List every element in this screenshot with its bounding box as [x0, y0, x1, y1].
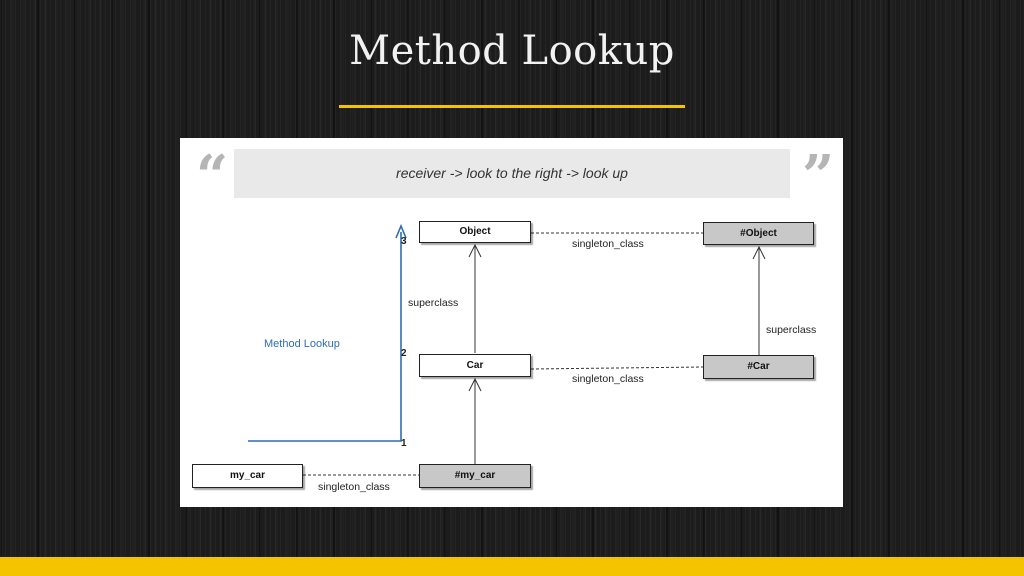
car-singleton-label: #Car: [747, 361, 770, 372]
lookup-step-3: 3: [401, 236, 407, 247]
car-class-box: Car: [419, 354, 531, 377]
object-class-label: Object: [459, 226, 491, 237]
bottom-accent-bar: [0, 557, 1024, 576]
object-singleton-label: #Object: [740, 228, 777, 239]
diagram-panel: [180, 138, 843, 507]
arrowhead-car: [468, 377, 482, 392]
quote-text: receiver -> look to the right -> look up: [396, 165, 628, 181]
my-car-object-box: my_car: [192, 464, 303, 488]
car-class-label: Car: [466, 360, 484, 371]
car-singleton-box: #Car: [703, 355, 814, 379]
object-singleton-box: #Object: [703, 222, 814, 245]
my-car-singleton-label: #my_car: [454, 470, 496, 481]
my-car-singleton-box: #my_car: [419, 464, 531, 488]
method-lookup-arrowhead: [395, 223, 407, 239]
method-lookup-label: Method Lookup: [264, 338, 340, 350]
superclass-label-right: superclass: [766, 324, 817, 336]
arrowhead-object: [468, 243, 482, 258]
singleton-label-car: singleton_class: [572, 373, 644, 385]
object-class-box: Object: [419, 221, 531, 243]
singleton-link-car: [530, 366, 704, 370]
slide-title: Method Lookup: [349, 28, 675, 74]
singleton-label-mycar: singleton_class: [318, 481, 390, 493]
lookup-step-2: 2: [401, 348, 407, 359]
open-quote-icon: “: [196, 143, 229, 209]
singleton-label-object: singleton_class: [572, 238, 644, 250]
my-car-object-label: my_car: [229, 470, 266, 481]
quote-bar: [234, 149, 790, 198]
close-quote-icon: ”: [802, 143, 835, 209]
arrowhead-object-singleton: [752, 245, 766, 260]
lookup-step-1: 1: [401, 438, 407, 449]
title-underline: [339, 105, 685, 108]
method-lookup-path: [248, 232, 402, 442]
superclass-label-left: superclass: [408, 297, 459, 309]
